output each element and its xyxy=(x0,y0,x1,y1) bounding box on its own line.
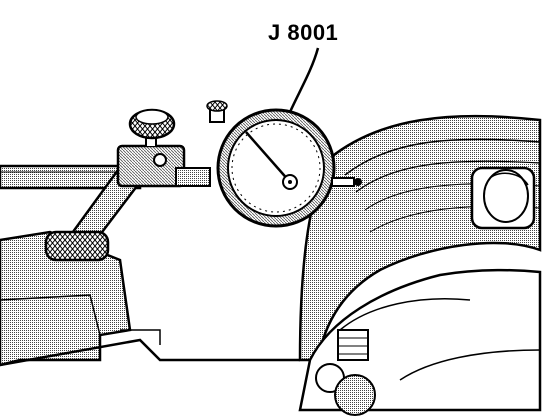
dial-needle xyxy=(245,131,291,183)
callout-leader-line xyxy=(288,47,320,113)
lower-frame xyxy=(0,230,300,367)
knurled-base-knob xyxy=(44,230,110,262)
tool-number-callout: J 8001 xyxy=(268,20,339,45)
rod-clamp xyxy=(116,144,211,188)
hub-nut xyxy=(470,166,536,230)
clamp-knob xyxy=(128,108,176,146)
steering-knuckle xyxy=(298,268,542,416)
dial-indicator xyxy=(206,100,362,228)
